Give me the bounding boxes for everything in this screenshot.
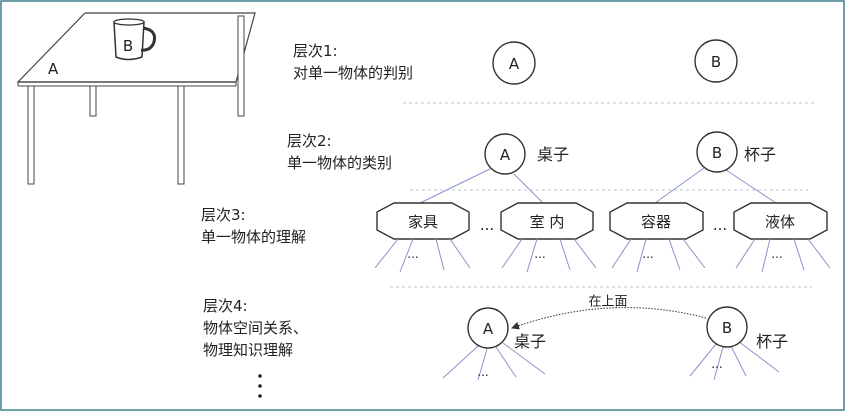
- sub-ellipsis-4: ...: [771, 247, 782, 261]
- cup-label: B: [123, 37, 133, 55]
- level4-node-a: A: [467, 307, 509, 349]
- attribute-furniture: 家具: [376, 202, 470, 240]
- level1-node-b: B: [694, 39, 738, 83]
- cup-icon: B: [113, 18, 156, 61]
- level4-ellipsis-b: ...: [711, 357, 722, 371]
- attribute-liquid: 液体: [733, 202, 828, 240]
- svg-text:室 内: 室 内: [530, 213, 565, 231]
- level4-ellipsis-a: ...: [477, 365, 488, 379]
- level2-category-b: 杯子: [744, 145, 776, 164]
- relation-label: 在上面: [588, 295, 627, 310]
- level4-desc-line2: 物理知识理解: [203, 341, 293, 359]
- level4-branches: [442, 340, 780, 381]
- level3-branches: [374, 238, 831, 273]
- level-separators: [390, 102, 815, 288]
- level2-category-a: 桌子: [537, 145, 569, 164]
- level3-desc: 单一物体的理解: [201, 228, 306, 246]
- svg-text:B: B: [712, 144, 722, 162]
- table-label: A: [48, 60, 59, 78]
- svg-text:B: B: [711, 53, 721, 71]
- svg-text:容器: 容器: [641, 213, 671, 231]
- attribute-container: 容器: [609, 202, 704, 240]
- level1-desc: 对单一物体的判别: [293, 64, 413, 82]
- sub-ellipsis-2: ...: [534, 247, 545, 261]
- svg-text:A: A: [483, 320, 494, 338]
- level4-node-b: B: [706, 306, 748, 348]
- level4-category-a: 桌子: [514, 332, 546, 351]
- svg-text:液体: 液体: [765, 213, 795, 231]
- level2-desc: 单一物体的类别: [287, 154, 392, 172]
- level2-node-b: B: [696, 131, 738, 173]
- level2-connectors: [419, 165, 777, 204]
- sub-ellipsis-1: ...: [407, 247, 418, 261]
- svg-text:A: A: [500, 146, 511, 164]
- sub-ellipsis-3: ...: [642, 247, 653, 261]
- attribute-ellipsis-1: ...: [480, 216, 494, 234]
- level4-category-b: 杯子: [756, 332, 788, 351]
- vertical-ellipsis: [258, 374, 262, 398]
- svg-text:B: B: [722, 319, 732, 337]
- attribute-indoor: 室 内: [500, 202, 594, 240]
- svg-text:家具: 家具: [408, 213, 438, 231]
- level4-title: 层次4:: [203, 297, 248, 315]
- relation-arrow: [511, 307, 707, 330]
- level1-title: 层次1:: [293, 42, 338, 60]
- svg-text:A: A: [509, 55, 520, 73]
- level4-desc-line1: 物体空间关系、: [203, 319, 308, 337]
- level2-node-a: A: [484, 133, 526, 175]
- attribute-ellipsis-2: ...: [713, 216, 727, 234]
- level2-title: 层次2:: [287, 132, 332, 150]
- level1-node-a: A: [492, 41, 536, 85]
- level3-title: 层次3:: [201, 206, 246, 224]
